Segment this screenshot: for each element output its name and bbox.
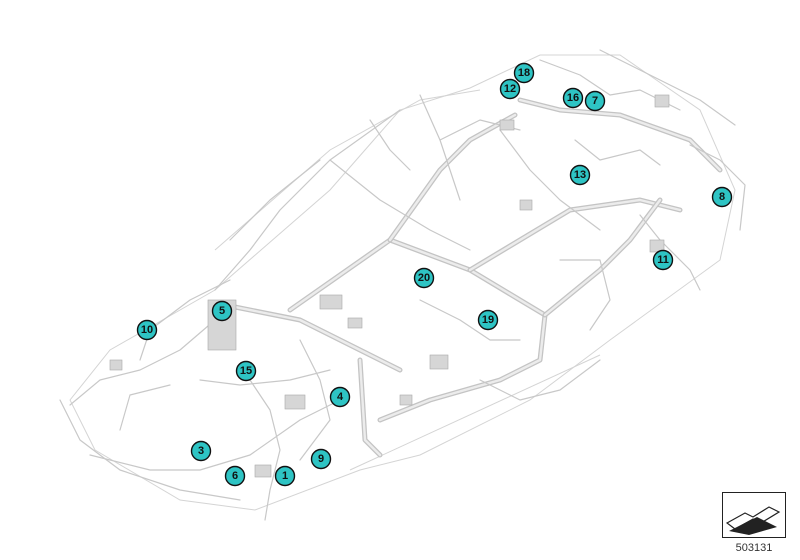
callout-18-label: 18 [518, 67, 530, 79]
callout-20[interactable]: 20 [413, 267, 435, 289]
callout-5[interactable]: 5 [211, 300, 233, 322]
callout-8[interactable]: 8 [711, 186, 733, 208]
callout-10[interactable]: 10 [136, 319, 158, 341]
callout-13[interactable]: 13 [569, 164, 591, 186]
callout-19[interactable]: 19 [477, 309, 499, 331]
diagram-symbol-box [722, 492, 786, 538]
callout-11-label: 11 [657, 254, 669, 266]
callout-7-label: 7 [592, 95, 598, 107]
arrow-symbol-icon [725, 506, 781, 535]
callout-9[interactable]: 9 [310, 448, 332, 470]
callout-5-label: 5 [219, 305, 225, 317]
callout-15[interactable]: 15 [235, 360, 257, 382]
connectors [109, 94, 670, 478]
vehicle-outline [69, 54, 736, 511]
callout-1[interactable]: 1 [274, 465, 296, 487]
callout-markers: 1 3 4 5 6 7 8 9 10 11 12 13 15 16 18 19 … [136, 62, 733, 487]
callout-20-label: 20 [418, 272, 430, 284]
callout-7[interactable]: 7 [584, 90, 606, 112]
callout-6[interactable]: 6 [224, 465, 246, 487]
callout-11[interactable]: 11 [652, 249, 674, 271]
callout-8-label: 8 [719, 191, 725, 203]
callout-3-label: 3 [198, 445, 204, 457]
callout-10-label: 10 [141, 324, 153, 336]
callout-12-label: 12 [504, 83, 516, 95]
callout-12[interactable]: 12 [499, 78, 521, 100]
callout-4-label: 4 [337, 391, 344, 403]
callout-6-label: 6 [232, 470, 238, 482]
callout-16[interactable]: 16 [562, 87, 584, 109]
callout-3[interactable]: 3 [190, 440, 212, 462]
callout-13-label: 13 [574, 169, 586, 181]
callout-4[interactable]: 4 [329, 386, 351, 408]
callout-9-label: 9 [318, 453, 324, 465]
callout-15-label: 15 [240, 365, 252, 377]
callout-16-label: 16 [567, 92, 579, 104]
callout-19-label: 19 [482, 314, 494, 326]
branch-wires [59, 49, 746, 521]
callout-18[interactable]: 18 [513, 62, 535, 84]
diagram-reference-number: 503131 [735, 542, 773, 554]
callout-1-label: 1 [282, 470, 288, 482]
